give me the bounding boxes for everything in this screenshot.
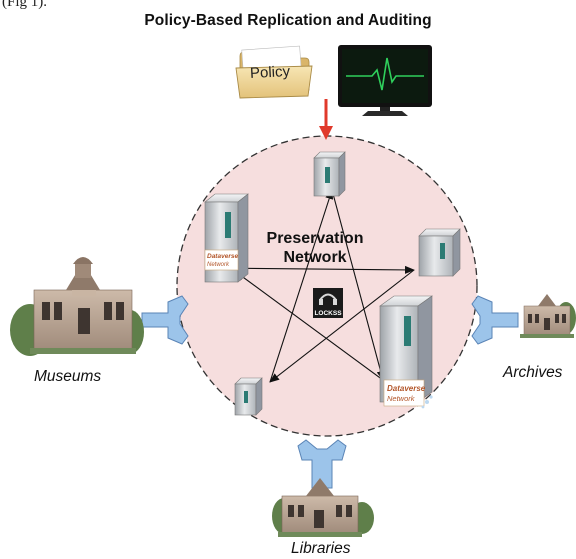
replication-arrow: [235, 271, 384, 381]
museum-building-icon: [10, 257, 144, 356]
lockss-label: LOCKSS: [314, 310, 342, 317]
dataverse-server-icon: Dataverse Network: [204, 193, 249, 283]
libraries-connector-icon: [297, 439, 347, 489]
museum-connector-icon: [141, 295, 189, 345]
server-icon: [313, 151, 346, 197]
archives-label: Archives: [503, 364, 563, 381]
policy-folder-icon: [235, 45, 313, 99]
dataverse-label: Network: [387, 394, 416, 403]
dataverse-server-icon: Dataverse Network: [379, 295, 433, 409]
server-icon: [418, 228, 461, 277]
diagram-title: Policy-Based Replication and Auditing: [144, 12, 432, 29]
lockss-logo-icon: LOCKSS: [313, 288, 343, 318]
network-label: Preservation: [266, 230, 364, 247]
replication-arrow: [269, 189, 334, 383]
library-building-icon: [272, 478, 374, 537]
dataverse-label: Dataverse: [387, 384, 426, 393]
archives-building-icon: [520, 294, 576, 338]
replication-arrow: [269, 269, 415, 383]
server-icon: [234, 377, 263, 416]
monitor-heartbeat-icon: [338, 45, 432, 116]
replication-arrow: [331, 189, 385, 381]
page-text-fragment: (Fig 1).: [2, 0, 47, 10]
museums-label: Museums: [34, 368, 102, 385]
policy-red-arrow: [319, 99, 333, 140]
dataverse-label: Network: [207, 262, 230, 268]
archives-connector-icon: [471, 295, 519, 345]
policy-label: Policy: [249, 62, 291, 83]
network-label: Network: [283, 249, 347, 266]
libraries-label: Libraries: [291, 540, 351, 557]
dataverse-label: Dataverse: [207, 253, 238, 260]
